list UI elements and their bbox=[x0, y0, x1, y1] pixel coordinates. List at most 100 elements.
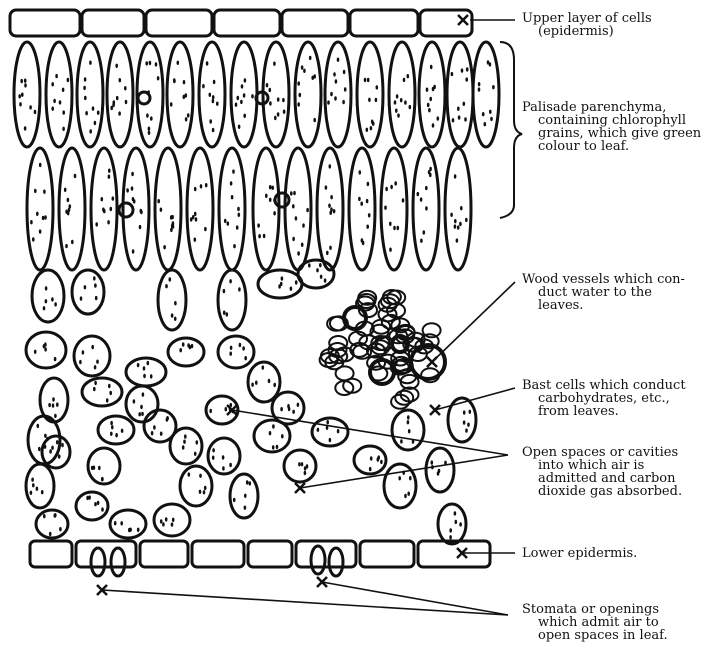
label-open-spaces: Open spaces or cavities into which air i… bbox=[522, 446, 682, 498]
chloroplast-dot bbox=[103, 209, 106, 213]
chloroplast-dot bbox=[449, 528, 452, 532]
chloroplast-dot bbox=[39, 229, 42, 233]
chloroplast-dot bbox=[146, 113, 149, 117]
label-line: from leaves. bbox=[522, 405, 686, 418]
spongy-cell bbox=[230, 474, 258, 518]
chloroplast-dot bbox=[463, 102, 466, 106]
chloroplast-dot bbox=[44, 347, 47, 351]
chloroplast-dot bbox=[120, 521, 123, 525]
chloroplast-dot bbox=[272, 424, 275, 428]
chloroplast-dot bbox=[276, 445, 279, 449]
chloroplast-dot bbox=[326, 251, 329, 255]
chloroplast-dot bbox=[189, 345, 192, 349]
palisade-cell bbox=[59, 148, 85, 270]
chloroplast-dot bbox=[455, 520, 458, 524]
chloroplast-dot bbox=[297, 251, 300, 255]
chloroplast-dot bbox=[56, 440, 59, 444]
chloroplast-dot bbox=[143, 374, 146, 378]
chloroplast-dot bbox=[478, 82, 481, 86]
palisade-cell bbox=[357, 42, 383, 147]
chloroplast-dot bbox=[298, 462, 301, 466]
chloroplast-dot bbox=[329, 438, 332, 442]
chloroplast-dot bbox=[277, 112, 280, 116]
chloroplast-dot bbox=[223, 289, 226, 293]
palisade-cell bbox=[14, 42, 40, 147]
chloroplast-dot bbox=[384, 206, 387, 210]
chloroplast-dot bbox=[236, 225, 239, 229]
chloroplast-dot bbox=[465, 218, 468, 222]
chloroplast-dot bbox=[393, 226, 396, 230]
chloroplast-dot bbox=[36, 212, 39, 216]
chloroplast-dot bbox=[200, 184, 203, 188]
chloroplast-dot bbox=[456, 238, 459, 242]
chloroplast-dot bbox=[65, 210, 68, 214]
chloroplast-dot bbox=[394, 181, 397, 185]
chloroplast-dot bbox=[454, 224, 457, 228]
chloroplast-dot bbox=[358, 197, 361, 201]
chloroplast-dot bbox=[187, 113, 190, 117]
upper-epidermis-cells bbox=[10, 10, 472, 36]
chloroplast-dot bbox=[68, 208, 71, 212]
chloroplast-dot bbox=[269, 198, 272, 202]
chloroplast-dot bbox=[51, 446, 54, 450]
chloroplast-dot bbox=[280, 407, 283, 411]
chloroplast-dot bbox=[177, 61, 180, 65]
chloroplast-dot bbox=[143, 366, 146, 370]
nucleus bbox=[275, 193, 289, 207]
chloroplast-dot bbox=[344, 87, 347, 91]
chloroplast-dot bbox=[62, 110, 65, 114]
chloroplast-dot bbox=[64, 188, 67, 192]
chloroplast-dot bbox=[389, 222, 392, 226]
chloroplast-dot bbox=[376, 85, 379, 89]
wood-vessel bbox=[344, 307, 366, 329]
palisade-cell bbox=[46, 42, 72, 147]
guard-cell bbox=[329, 548, 343, 576]
chloroplast-dot bbox=[212, 95, 215, 99]
chloroplast-dot bbox=[243, 93, 246, 97]
chloroplast-dot bbox=[24, 79, 27, 83]
chloroplast-dot bbox=[407, 74, 410, 78]
chloroplast-dot bbox=[325, 185, 328, 189]
chloroplast-dot bbox=[306, 208, 309, 212]
chloroplast-dot bbox=[301, 65, 304, 69]
chloroplast-dot bbox=[283, 110, 286, 114]
label-upper-epidermis: Upper layer of cells (epidermis) bbox=[522, 12, 652, 38]
chloroplast-dot bbox=[84, 285, 87, 289]
chloroplast-dot bbox=[249, 481, 252, 485]
chloroplast-dot bbox=[145, 61, 148, 65]
chloroplast-dot bbox=[290, 287, 293, 291]
chloroplast-dot bbox=[32, 483, 35, 487]
chloroplast-dot bbox=[131, 186, 134, 190]
epidermis-cell bbox=[214, 10, 280, 36]
chloroplast-dot bbox=[212, 128, 215, 132]
chloroplast-dot bbox=[172, 518, 175, 522]
chloroplast-dot bbox=[430, 65, 433, 69]
chloroplast-dot bbox=[74, 174, 77, 178]
chloroplast-dot bbox=[94, 283, 97, 287]
chloroplast-dot bbox=[492, 85, 495, 89]
chloroplast-dot bbox=[251, 94, 254, 98]
chloroplast-dot bbox=[337, 429, 340, 433]
chloroplast-dot bbox=[263, 234, 266, 238]
chloroplast-dot bbox=[182, 445, 185, 449]
chloroplast-dot bbox=[94, 502, 97, 506]
chloroplast-dot bbox=[403, 78, 406, 82]
chloroplast-dot bbox=[51, 297, 54, 301]
chloroplast-dot bbox=[56, 403, 59, 407]
chloroplast-dot bbox=[301, 243, 304, 247]
palisade-cell bbox=[445, 148, 471, 270]
chloroplast-dot bbox=[429, 173, 432, 177]
chloroplast-dot bbox=[262, 365, 265, 369]
palisade-brace bbox=[500, 42, 522, 218]
chloroplast-dot bbox=[150, 116, 153, 120]
chloroplast-dot bbox=[43, 306, 46, 310]
chloroplast-dot bbox=[148, 131, 151, 135]
chloroplast-dot bbox=[238, 287, 241, 291]
chloroplast-dot bbox=[209, 119, 212, 123]
chloroplast-dot bbox=[98, 466, 101, 470]
epidermis-cell bbox=[30, 541, 72, 567]
chloroplast-dot bbox=[29, 105, 32, 109]
chloroplast-dot bbox=[179, 348, 182, 352]
chloroplast-dot bbox=[364, 78, 367, 82]
label-wood-vessels: Wood vessels which con- duct water to th… bbox=[522, 273, 685, 312]
